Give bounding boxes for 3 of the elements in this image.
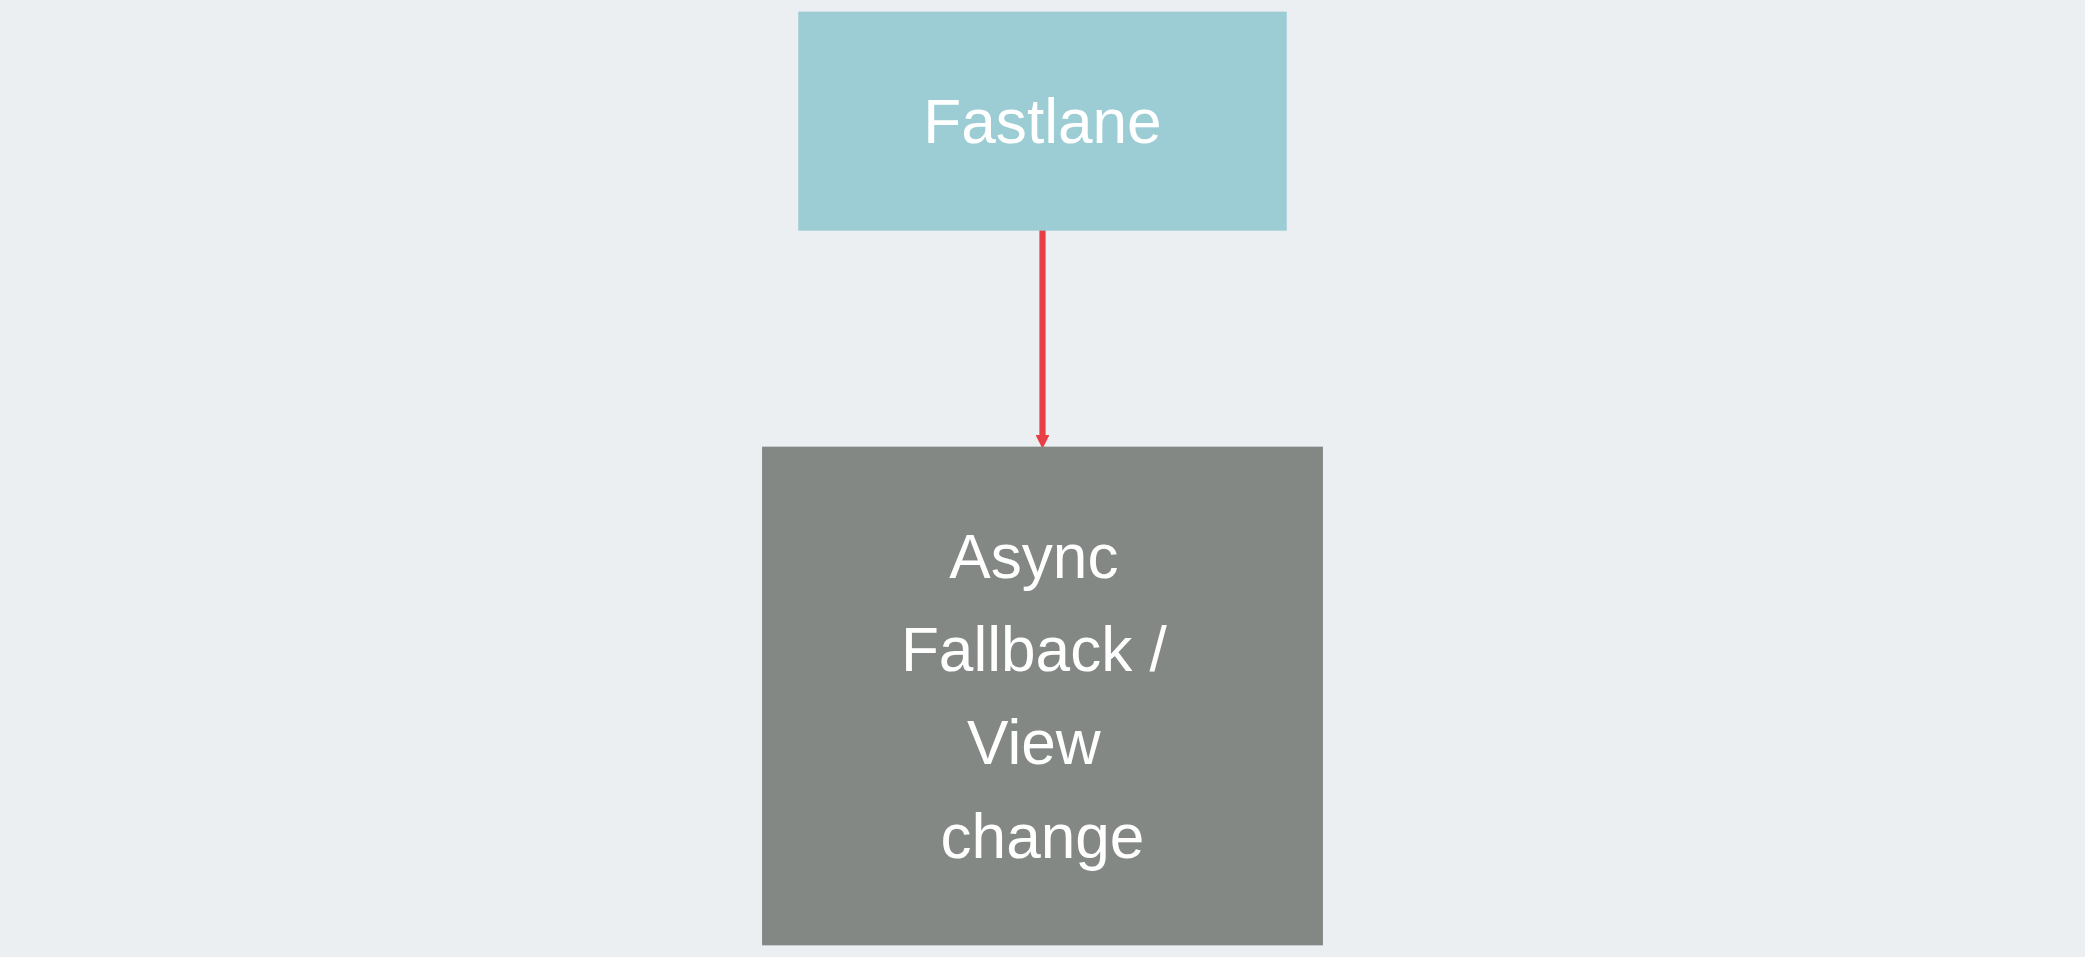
- node-box: Fastlane: [798, 11, 1287, 231]
- arrow: [1035, 229, 1050, 449]
- node-box: Async Fallback / View change: [762, 446, 1323, 946]
